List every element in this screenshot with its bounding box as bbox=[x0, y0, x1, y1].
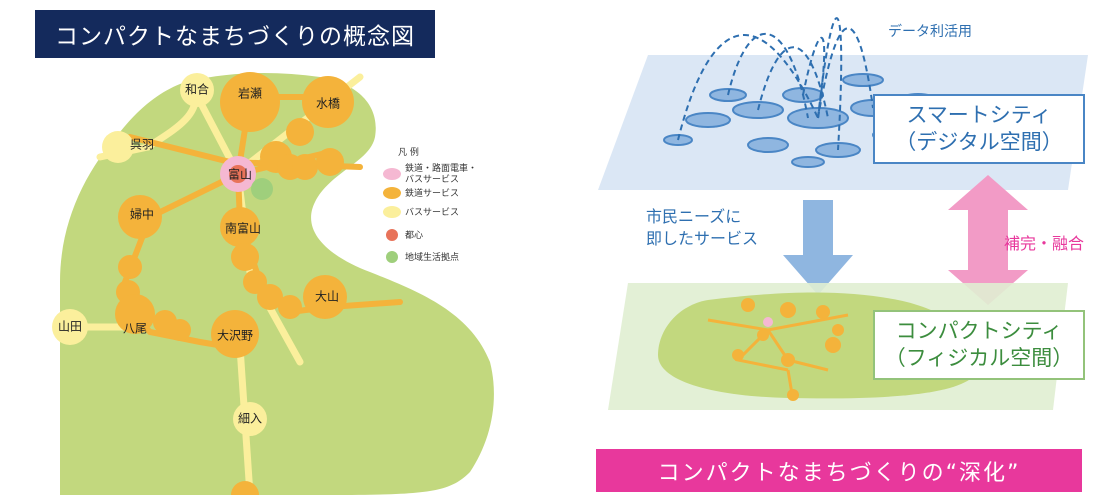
compact-city-concept-map: 和合 岩瀬 水橋 呉羽 富山 婦中 南富山 大山 山田 八尾 大沢野 細入 凡 … bbox=[52, 72, 494, 495]
legend-item-4: 都心 bbox=[405, 230, 423, 241]
city-minami-toyama: 南富山 bbox=[225, 221, 261, 236]
city-fuchu: 婦中 bbox=[130, 207, 154, 222]
legend-item-2: 鉄道サービス bbox=[405, 187, 459, 199]
smart-city-line1: スマートシティ bbox=[906, 103, 1052, 127]
city-yatsuo: 八尾 bbox=[123, 322, 147, 336]
legend-title: 凡 例 bbox=[398, 146, 419, 158]
compact-city-line1: コンパクトシティ bbox=[895, 319, 1063, 343]
city-yamada: 山田 bbox=[58, 320, 82, 334]
smart-city-line2: （デジタル空間） bbox=[895, 130, 1063, 154]
city-oyama: 大山 bbox=[315, 290, 339, 304]
legend-item-1: 鉄道・路面電車・ bbox=[405, 162, 477, 174]
city-wago: 和合 bbox=[185, 82, 209, 97]
citizen-needs-label: 市民ニーズに 即したサービス bbox=[646, 206, 758, 250]
smart-city-box: スマートシティ （デジタル空間） bbox=[873, 94, 1085, 164]
city-mizuhashi: 水橋 bbox=[316, 97, 340, 111]
complement-fusion-label: 補完・融合 bbox=[1004, 234, 1085, 253]
compact-city-box: コンパクトシティ （フィジカル空間） bbox=[873, 310, 1085, 380]
city-toyama: 富山 bbox=[228, 167, 252, 182]
concept-map-title: コンパクトなまちづくりの概念図 bbox=[35, 10, 435, 58]
map-legend: 凡 例 鉄道・路面電車・ バスサービス 鉄道サービス バスサービス 都心 地域生… bbox=[383, 146, 477, 263]
legend-item-3: バスサービス bbox=[405, 207, 459, 218]
legend-item-1b: バスサービス bbox=[405, 174, 459, 185]
city-kureha: 呉羽 bbox=[130, 138, 154, 152]
citizen-needs-line1: 市民ニーズに bbox=[646, 207, 742, 226]
double-arrow bbox=[948, 175, 1028, 305]
deepening-banner: コンパクトなまちづくりの“深化” bbox=[596, 449, 1082, 492]
compact-city-line2: （フィジカル空間） bbox=[884, 346, 1074, 370]
city-hosoiri: 細入 bbox=[238, 412, 262, 426]
down-arrow bbox=[783, 200, 853, 295]
land-area bbox=[60, 73, 494, 495]
data-usage-label: データ利活用 bbox=[888, 23, 972, 40]
city-iwase: 岩瀬 bbox=[238, 86, 262, 101]
city-osawano: 大沢野 bbox=[217, 329, 253, 343]
citizen-needs-line2: 即したサービス bbox=[646, 229, 759, 248]
legend-item-5: 地域生活拠点 bbox=[405, 251, 459, 263]
